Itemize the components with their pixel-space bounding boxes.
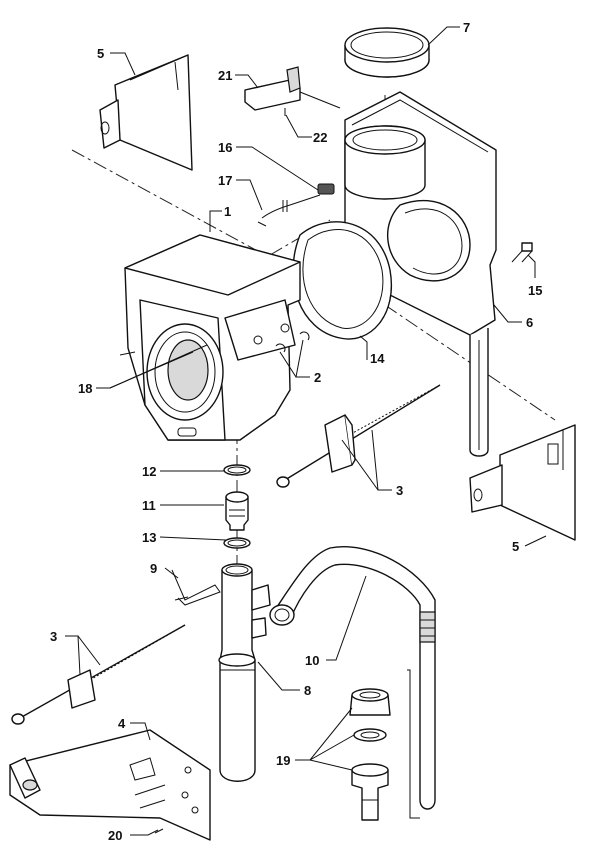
callout-8: 8	[304, 683, 311, 698]
callout-2: 2	[314, 370, 321, 385]
callout-14: 14	[370, 351, 385, 366]
callout-3-upper: 3	[396, 483, 403, 498]
callout-10: 10	[305, 653, 319, 668]
callout-15: 15	[528, 283, 542, 298]
callout-16: 16	[218, 140, 232, 155]
callout-7: 7	[463, 20, 470, 35]
callout-11: 11	[142, 498, 156, 513]
callout-20: 20	[108, 828, 122, 843]
callouts: 5 7 21 22 16 17 1 15 6 14 2 18 12 3 11 1…	[50, 20, 542, 843]
part-15-screw	[511, 242, 533, 263]
callout-21: 21	[218, 68, 232, 83]
part-3-rod-lower	[11, 624, 186, 725]
part-1-housing	[119, 234, 301, 441]
part-13-o-ring	[223, 537, 251, 549]
part-9-spring-clip	[171, 569, 221, 606]
part-8-condensate-trap	[218, 563, 271, 782]
callout-17: 17	[218, 173, 232, 188]
part-7-collar-ring	[344, 27, 430, 78]
callout-3-lower: 3	[50, 629, 57, 644]
part-4-base-bracket	[9, 729, 211, 841]
callout-1: 1	[224, 204, 231, 219]
callout-9: 9	[150, 561, 157, 576]
callout-13: 13	[142, 530, 156, 545]
part-5-bracket-top	[99, 54, 193, 171]
callout-5-top: 5	[97, 46, 104, 61]
part-11-adaptor	[225, 491, 249, 531]
leader-lines	[65, 26, 547, 836]
part-5-bracket-right	[469, 424, 576, 541]
part-12-o-ring	[223, 464, 251, 476]
callout-6: 6	[526, 315, 533, 330]
part-3-rod-upper	[276, 384, 441, 488]
part-19-fitting-set	[349, 688, 391, 821]
callout-22: 22	[313, 130, 327, 145]
callout-18: 18	[78, 381, 92, 396]
callout-19: 19	[276, 753, 290, 768]
callout-5-right: 5	[512, 539, 519, 554]
callout-4: 4	[118, 716, 126, 731]
part-16-17-electrode-lead	[257, 183, 335, 227]
part-2-clips	[275, 331, 310, 353]
part-21-ignition-block	[244, 66, 341, 116]
callout-12: 12	[142, 464, 156, 479]
part-10-hose	[269, 546, 436, 810]
